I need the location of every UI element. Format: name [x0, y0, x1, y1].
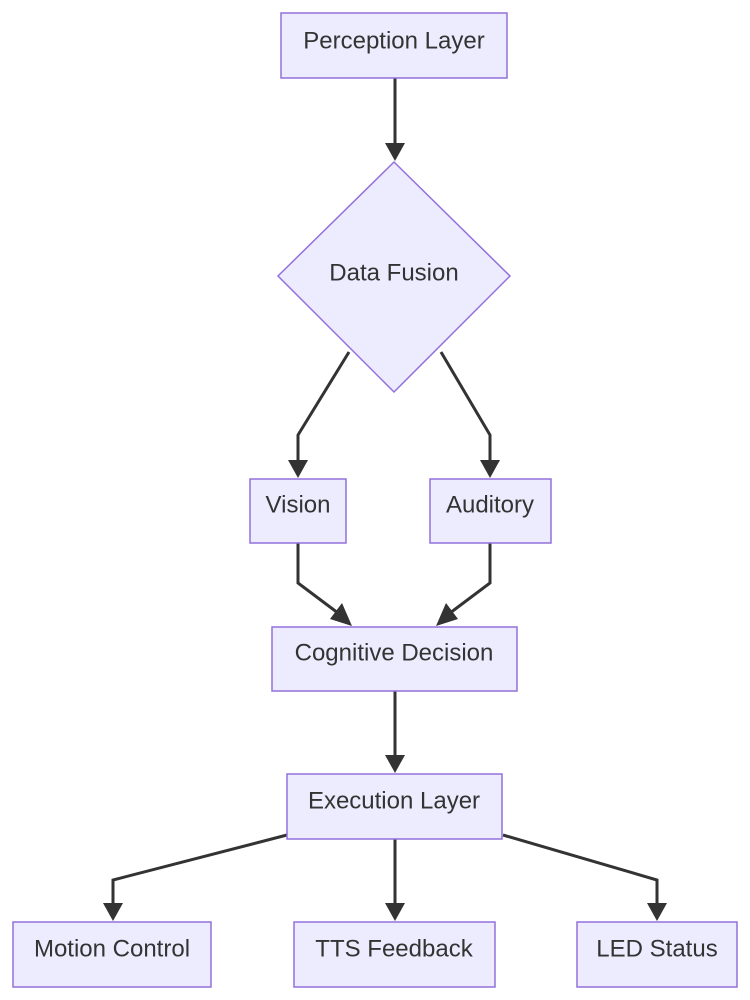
edge-fusion-to-auditory — [439, 351, 492, 462]
node-auditory-box — [429, 478, 552, 544]
edge-auditory-to-cognitive — [449, 543, 492, 615]
arrowhead-execution-to-tts — [385, 903, 405, 921]
node-data-fusion: Data Fusion — [276, 160, 512, 394]
arrowhead-vision-to-cognitive — [330, 603, 352, 626]
node-cognitive-decision: Cognitive Decision — [271, 626, 518, 692]
arrowhead-execution-to-motion — [103, 903, 123, 921]
node-motion-control-box — [12, 921, 212, 988]
arrowhead-fusion-to-auditory — [480, 460, 500, 478]
node-tts-feedback-box — [293, 921, 496, 988]
node-execution-layer: Execution Layer — [286, 773, 503, 840]
arrowhead-auditory-to-cognitive — [436, 603, 458, 626]
node-led-status-label: LED Status — [596, 936, 717, 963]
node-cognitive-decision-label: Cognitive Decision — [295, 640, 494, 667]
node-data-fusion-label: Data Fusion — [329, 260, 458, 287]
edge-vision-to-cognitive — [296, 543, 339, 615]
node-auditory-label: Auditory — [446, 492, 534, 519]
node-execution-layer-box — [286, 773, 503, 840]
node-led-status-box — [576, 921, 738, 988]
node-led-status: LED Status — [576, 921, 738, 988]
node-perception-layer-label: Perception Layer — [303, 28, 484, 55]
node-execution-layer-label: Execution Layer — [308, 788, 480, 815]
edge-execution-to-led — [502, 833, 659, 905]
node-tts-feedback-label: TTS Feedback — [315, 936, 473, 963]
node-motion-control: Motion Control — [12, 921, 212, 988]
node-motion-control-label: Motion Control — [34, 936, 190, 963]
arrowhead-execution-to-led — [647, 903, 667, 921]
node-data-fusion-diamond — [276, 160, 512, 394]
node-auditory: Auditory — [429, 478, 552, 544]
edges — [103, 78, 667, 921]
node-vision: Vision — [249, 478, 347, 544]
node-perception-layer: Perception Layer — [280, 12, 508, 79]
arrowhead-cognitive-to-execution — [385, 755, 405, 773]
node-tts-feedback: TTS Feedback — [293, 921, 496, 988]
node-vision-label: Vision — [266, 492, 331, 519]
arrowhead-fusion-to-vision — [288, 460, 308, 478]
node-cognitive-decision-box — [271, 626, 518, 692]
arrowhead-perception-to-fusion — [385, 143, 405, 161]
node-vision-box — [249, 478, 347, 544]
node-perception-layer-box — [280, 12, 508, 79]
edge-execution-to-motion — [111, 833, 288, 905]
edge-fusion-to-vision — [296, 351, 351, 462]
